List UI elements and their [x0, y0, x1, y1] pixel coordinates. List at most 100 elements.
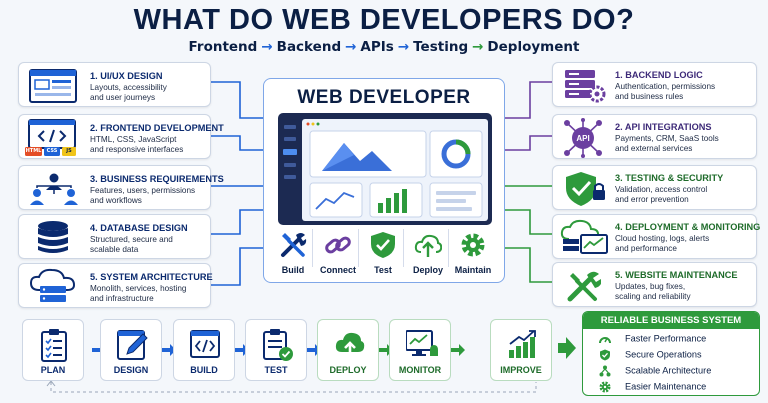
card-deployment-monitoring: 4. DEPLOYMENT & MONITORING Cloud hosting… [552, 214, 761, 259]
api-network-icon [564, 118, 602, 158]
card-description: Authentication, permissions and business… [615, 82, 716, 101]
benefit-item: Faster Performance [599, 333, 706, 345]
step-monitor: MONITOR [389, 319, 451, 381]
card-backend-logic: 1. BACKEND LOGIC Authentication, permiss… [552, 62, 757, 107]
database-icon [38, 221, 68, 253]
cloud-monitor-icon [560, 219, 608, 254]
benefit-label: Secure Operations [625, 349, 702, 360]
team-hierarchy-icon [30, 173, 78, 205]
design-pencil-icon [117, 330, 148, 360]
card-title: 3. TESTING & SECURITY [615, 173, 724, 183]
card-description: Structured, secure and scalable data [90, 235, 173, 254]
step-label: TEST [264, 365, 288, 375]
tool-deploy: Deploy [405, 231, 451, 275]
server-gear-icon [565, 70, 606, 103]
tool-maintain: Maintain [450, 231, 496, 275]
card-title: 2. API INTEGRATIONS [615, 122, 712, 132]
step-label: DESIGN [113, 365, 149, 375]
cloud-upload-icon [414, 234, 443, 257]
card-database-design: 4. DATABASE DESIGN Structured, secure an… [18, 214, 211, 259]
card-title: 5. SYSTEM ARCHITECTURE [90, 272, 213, 282]
code-editor-icon [25, 119, 76, 156]
card-title: 5. WEBSITE MAINTENANCE [615, 270, 738, 280]
benefit-label: Easier Maintenance [625, 381, 707, 392]
divider [358, 229, 359, 267]
speedometer-icon [599, 337, 611, 344]
divider [448, 229, 449, 267]
step-design: DESIGN [100, 319, 162, 381]
benefit-item: Secure Operations [599, 349, 702, 361]
tool-build: Build [270, 231, 316, 275]
clipboard-checklist-icon [41, 329, 67, 362]
card-system-architecture: 5. SYSTEM ARCHITECTURE Monolith, service… [18, 263, 213, 308]
step-label: BUILD [190, 365, 218, 375]
card-description: Validation, access control and error pre… [615, 185, 708, 204]
card-description: Features, users, permissions and workflo… [90, 186, 196, 205]
gear-icon [599, 381, 611, 393]
step-build: BUILD [173, 319, 235, 381]
card-description: Updates, bug fixes, scaling and reliabil… [615, 282, 691, 301]
html-tag: HTML [25, 148, 42, 154]
web-developer-panel: WEB DEVELOPER Build [263, 78, 505, 283]
flow-step-apis: APIs [360, 39, 394, 55]
api-badge: API [576, 134, 590, 143]
flow-arrow-icon: → [472, 39, 484, 55]
card-api-integrations: API 2. API INTEGRATIONS Payments, CRM, S… [552, 114, 757, 159]
step-deploy: DEPLOY [317, 319, 379, 381]
card-description: Layouts, accessibility and user journeys [90, 83, 167, 102]
shield-check-icon [371, 232, 395, 258]
card-ui-ux-design: 1. UI/UX DESIGN Layouts, accessibility a… [18, 62, 211, 107]
card-title: 4. DEPLOYMENT & MONITORING [615, 222, 761, 232]
wrench-screwdriver-icon [281, 233, 307, 257]
page-title: WHAT DO WEB DEVELOPERS DO? [133, 4, 635, 36]
card-description: HTML, CSS, JavaScript and responsive int… [90, 135, 184, 154]
shield-check-icon [600, 349, 610, 361]
card-testing-security: 3. TESTING & SECURITY Validation, access… [552, 165, 757, 210]
shield-check-icon [566, 172, 605, 206]
reliable-header: RELIABLE BUSINESS SYSTEM [583, 312, 759, 329]
divider [312, 229, 313, 267]
center-title: WEB DEVELOPER [297, 87, 471, 108]
reliable-business-system-panel: RELIABLE BUSINESS SYSTEM Faster Performa… [582, 311, 760, 396]
subtitle-flow: Frontend→Backend→APIs→Testing→Deployment [0, 39, 768, 55]
code-window-icon [190, 330, 220, 358]
tool-connect: Connect [315, 231, 361, 275]
chain-link-icon [325, 236, 351, 254]
network-nodes-icon [599, 365, 611, 377]
cloud-server-icon [29, 268, 76, 302]
tool-label: Connect [320, 265, 356, 275]
card-description: Monolith, services, hosting and infrastr… [90, 284, 187, 303]
tool-test: Test [360, 231, 406, 275]
benefit-item: Scalable Architecture [599, 365, 711, 377]
step-label: MONITOR [398, 365, 442, 375]
card-frontend-development: HTML CSS JS 2. FRONTEND DEVELOPMENT HTML… [18, 114, 224, 159]
css-tag: CSS [46, 148, 58, 154]
step-plan: PLAN [22, 319, 84, 381]
layout-wireframe-icon [29, 69, 77, 103]
tool-label: Maintain [454, 265, 492, 275]
step-test: TEST [245, 319, 307, 381]
js-tag: JS [66, 148, 72, 154]
card-business-requirements: 3. BUSINESS REQUIREMENTS Features, users… [18, 165, 224, 210]
benefit-label: Faster Performance [625, 333, 707, 344]
card-title: 2. FRONTEND DEVELOPMENT [90, 123, 224, 133]
growth-chart-icon [509, 330, 536, 358]
dashboard-illustration [278, 113, 492, 225]
card-title: 3. BUSINESS REQUIREMENTS [90, 174, 224, 184]
card-title: 1. UI/UX DESIGN [90, 71, 163, 81]
card-title: 4. DATABASE DESIGN [90, 223, 188, 233]
card-title: 1. BACKEND LOGIC [615, 70, 703, 80]
cloud-upload-icon [335, 332, 365, 358]
checklist-check-icon [263, 329, 293, 361]
gear-icon [461, 233, 485, 257]
benefit-item: Easier Maintenance [599, 381, 706, 393]
step-label: IMPROVE [500, 365, 542, 375]
flow-step-testing: Testing [413, 39, 469, 55]
benefit-label: Scalable Architecture [625, 365, 712, 376]
flow-step-backend: Backend [276, 39, 342, 55]
card-description: Cloud hosting, logs, alerts and performa… [615, 234, 710, 253]
step-improve: IMPROVE [490, 319, 552, 381]
card-website-maintenance: 5. WEBSITE MAINTENANCE Updates, bug fixe… [552, 262, 757, 307]
flow-arrow-icon: → [345, 39, 357, 55]
step-label: DEPLOY [329, 365, 367, 375]
